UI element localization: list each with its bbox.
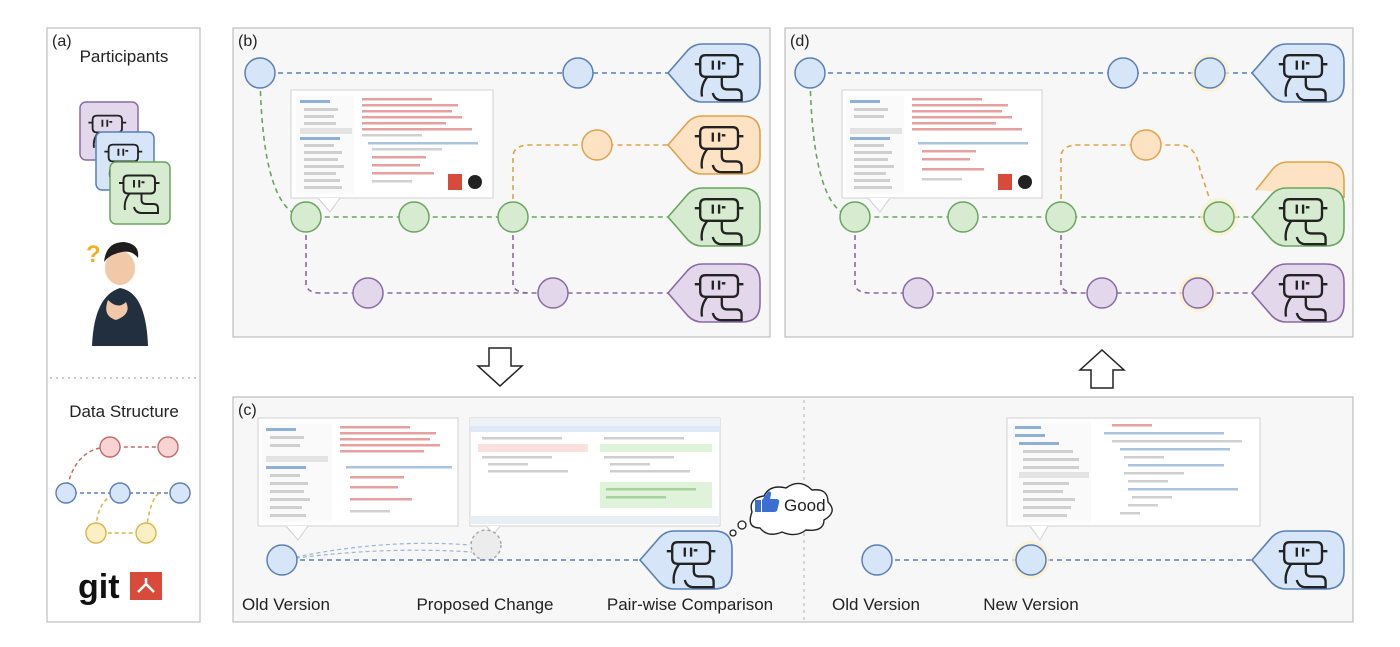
agent-badge-blue [638,530,733,590]
commit-node [537,277,569,309]
mini-branch-graph [55,436,191,544]
commit-node [562,57,594,89]
caption-pairwise-comparison: Pair-wise Comparison [607,595,773,614]
caption-new-version: New Version [983,595,1078,614]
caption-old-version-right: Old Version [832,595,920,614]
commit-node [902,277,934,309]
commit-node [947,201,979,233]
agent-badge-blue [666,43,761,103]
commit-node [581,129,613,161]
agent-badge-green [1250,187,1345,247]
old-version-node [861,544,893,576]
agent-badge-purple [1250,263,1345,323]
panel-c: (c) [232,396,1354,623]
old-version-code-card [257,417,459,541]
code-snapshot-card [290,89,494,213]
panel-c-label: (c) [238,402,257,419]
panel-d: (d) [784,27,1354,338]
git-logo-icon [448,174,462,190]
thumbs-up-icon [755,491,780,512]
code-lines [912,98,1028,181]
agent-badge-blue [1250,43,1345,103]
commit-node [244,57,276,89]
new-version-node [1015,544,1047,576]
thinking-person-icon: ? [86,241,148,346]
old-version-node [266,544,298,576]
agent-badge-blue [1250,530,1345,590]
up-arrow-icon [1078,348,1126,389]
commit-node [290,201,322,233]
down-arrow-icon [476,347,524,388]
commit-node [398,201,430,233]
file-tree-icon [296,96,354,194]
proposed-change-diff-card [469,417,721,535]
github-icon [1018,175,1032,189]
github-icon [468,175,482,189]
commit-node [839,201,871,233]
git-logo-text: git [78,568,120,606]
participants-title: Participants [80,47,169,66]
git-logo-icon [998,174,1012,190]
commit-node-new [1203,201,1235,233]
caption-proposed-change: Proposed Change [416,595,553,614]
commit-node [352,277,384,309]
proposed-change-node [470,529,502,561]
code-snapshot-card [841,89,1043,213]
agent-badge-green [666,187,761,247]
participant-card-green [109,161,171,225]
commit-node [794,57,826,89]
commit-node [1045,201,1077,233]
reaction-bubble: Good [729,482,833,537]
data-structure-title: Data Structure [69,402,179,421]
panel-d-label: (d) [790,33,810,50]
panel-a-label: (a) [52,33,72,50]
commit-node [1086,277,1118,309]
panel-a: (a) Participants ? Data Structure [46,27,201,623]
code-lines [362,98,478,183]
commit-node-new [1182,277,1214,309]
agent-badge-purple [666,263,761,323]
file-tree-icon [846,96,904,194]
git-logo-icon: git [78,568,162,606]
panel-b: (b) [232,27,771,338]
question-mark: ? [86,241,101,268]
new-version-code-card [1006,417,1261,541]
commit-node-new [1194,57,1226,89]
commit-node [497,201,529,233]
commit-node [1107,57,1139,89]
commit-node [1130,129,1162,161]
panel-b-label: (b) [238,33,258,50]
reaction-text: Good [784,496,826,515]
caption-old-version: Old Version [242,595,330,614]
agent-badge-orange [666,115,761,175]
